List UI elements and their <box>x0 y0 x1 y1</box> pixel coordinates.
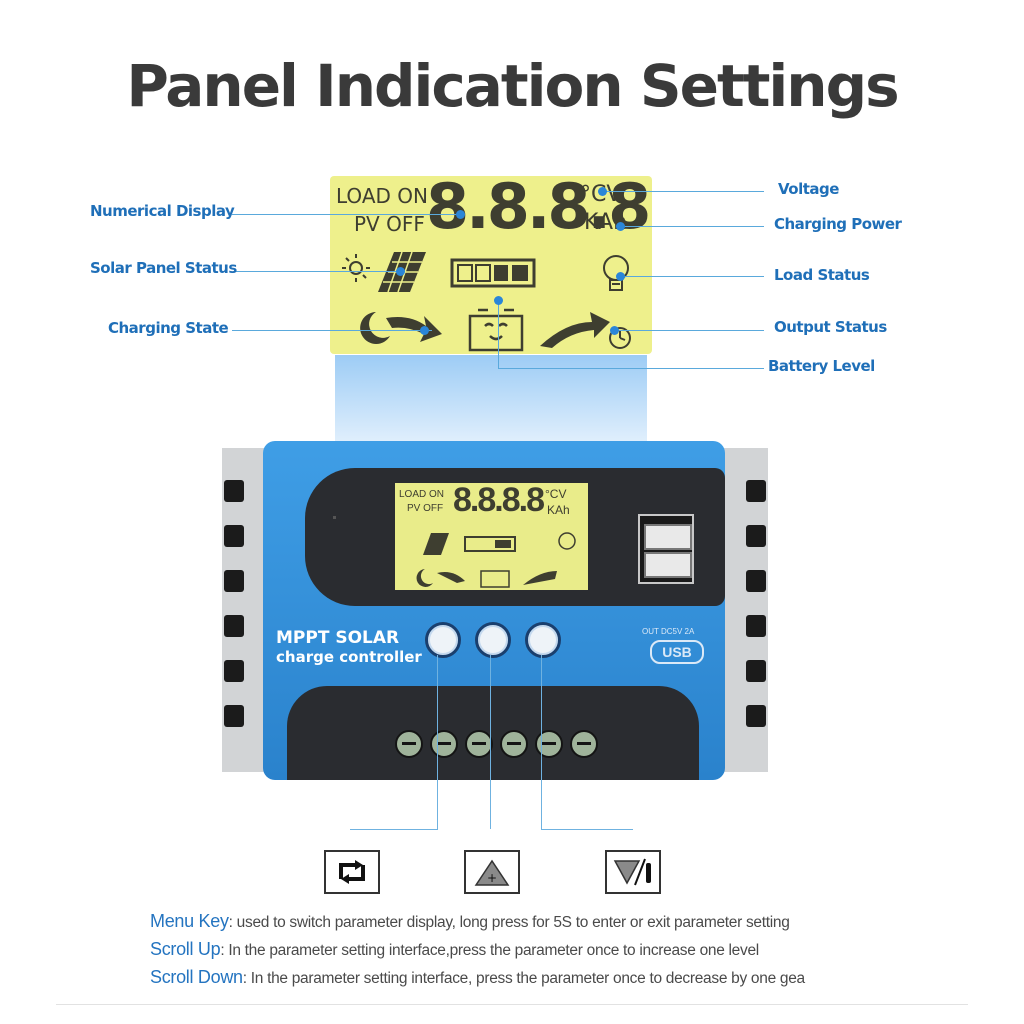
menu-key-icon-box <box>324 850 380 894</box>
brand-line2: charge controller <box>276 648 422 666</box>
usb-spec-text: OUT DC5V 2A <box>642 627 695 636</box>
fin <box>224 660 244 682</box>
dot-output-status <box>610 326 619 335</box>
scroll-down-icon-box <box>605 850 661 894</box>
menu-key-description: Menu Key: used to switch parameter displ… <box>150 911 790 932</box>
battery-face-icon <box>468 308 524 352</box>
fin <box>746 615 766 637</box>
usb-port-2[interactable] <box>644 552 692 578</box>
terminal-screw[interactable] <box>570 730 598 758</box>
usb-port-1[interactable] <box>644 524 692 550</box>
fin <box>746 570 766 592</box>
fin <box>224 525 244 547</box>
leader-menu-key-h <box>350 829 438 830</box>
scroll-up-button[interactable] <box>475 622 511 658</box>
device-lcd-unit-bottom: KAh <box>547 503 570 517</box>
leader-menu-key-v <box>437 655 438 829</box>
leader-numerical-display <box>232 214 462 215</box>
scroll-up-name: Scroll Up <box>150 939 221 959</box>
dot-charging-power <box>616 222 625 231</box>
output-arrow-icon <box>540 312 610 348</box>
leader-scroll-down-h <box>541 829 633 830</box>
menu-key-name: Menu Key <box>150 911 229 931</box>
menu-button[interactable] <box>425 622 461 658</box>
brand-line1: MPPT SOLAR <box>276 628 400 648</box>
dot-load-status <box>616 272 625 281</box>
lcd-pv-off: PV OFF <box>354 212 425 236</box>
lcd-icons <box>342 251 631 352</box>
leader-scroll-down-v <box>541 655 542 829</box>
usb-ports[interactable] <box>638 514 694 584</box>
label-voltage: Voltage <box>778 180 839 198</box>
device-lcd-digits: 8.8.8.8 <box>453 481 545 519</box>
indicator-led <box>333 516 336 519</box>
label-battery-level: Battery Level <box>768 357 875 375</box>
leader-output-status <box>616 330 764 331</box>
device-lcd-unit-top: °CV <box>545 487 567 501</box>
dot-charging-state <box>420 326 429 335</box>
dot-numerical-display <box>456 210 465 219</box>
battery-level-icon <box>450 258 536 288</box>
charge-arrow-icon <box>386 316 442 342</box>
lcd-load-on: LOAD ON <box>336 184 428 208</box>
fin <box>746 525 766 547</box>
scroll-down-text: : In the parameter setting interface, pr… <box>242 970 805 987</box>
clock-icon <box>609 327 631 349</box>
bulb-icon <box>603 255 629 291</box>
terminal-screw[interactable] <box>430 730 458 758</box>
up-triangle-icon: + <box>474 859 510 886</box>
leader-load-status <box>622 276 764 277</box>
fin <box>224 615 244 637</box>
dot-battery-level <box>494 296 503 305</box>
light-glow <box>335 355 647 450</box>
lcd-digits: 8.8.8.8 <box>426 170 651 243</box>
dot-voltage <box>598 187 607 196</box>
footer-divider <box>56 1004 968 1005</box>
terminal-block <box>287 686 699 780</box>
label-charging-power: Charging Power <box>774 215 902 233</box>
scroll-down-name: Scroll Down <box>150 967 243 987</box>
device-lcd-icons <box>416 532 576 588</box>
device-lcd-load-on: LOAD ON <box>399 489 445 500</box>
page-title: Panel Indication Settings <box>126 52 899 120</box>
fin <box>746 660 766 682</box>
label-load-status: Load Status <box>774 266 870 284</box>
svg-text:+: + <box>487 871 497 885</box>
terminal-screw[interactable] <box>465 730 493 758</box>
leader-scroll-up <box>490 655 491 829</box>
scroll-down-button[interactable] <box>525 622 561 658</box>
scroll-up-description: Scroll Up: In the parameter setting inte… <box>150 939 759 960</box>
terminal-screw[interactable] <box>535 730 563 758</box>
leader-charging-state <box>232 330 432 331</box>
scroll-down-description: Scroll Down: In the parameter setting in… <box>150 967 805 988</box>
lcd-panel-enlarged: LOAD ON PV OFF 8.8.8.8 °CV KAh <box>330 170 652 354</box>
leader-solar-panel-status <box>234 271 400 272</box>
terminal-screw[interactable] <box>500 730 528 758</box>
device-lcd: LOAD ON PV OFF 8.8.8.8 °CV KAh <box>395 481 588 590</box>
leader-battery-level-h <box>498 368 764 369</box>
label-charging-state: Charging State <box>108 319 229 337</box>
terminal-screw[interactable] <box>395 730 423 758</box>
down-triangle-icon <box>613 858 651 886</box>
fin <box>746 705 766 727</box>
fin <box>224 705 244 727</box>
dot-solar-panel-status <box>396 267 405 276</box>
leader-voltage <box>604 191 764 192</box>
scroll-up-text: : In the parameter setting interface,pre… <box>220 942 759 959</box>
leader-charging-power <box>622 226 764 227</box>
leader-battery-level-v <box>498 300 499 368</box>
label-numerical-display: Numerical Display <box>90 202 235 220</box>
device-lcd-pv-off: PV OFF <box>407 503 444 514</box>
usb-logo: USB <box>650 640 704 664</box>
label-solar-panel-status: Solar Panel Status <box>90 259 237 277</box>
fin <box>746 480 766 502</box>
label-output-status: Output Status <box>774 318 887 336</box>
fin <box>224 480 244 502</box>
moon-icon <box>360 312 390 344</box>
cycle-arrows-icon <box>339 860 365 884</box>
fin <box>224 570 244 592</box>
sun-icon <box>342 254 370 282</box>
menu-key-text: : used to switch parameter display, long… <box>228 914 790 931</box>
scroll-up-icon-box: + <box>464 850 520 894</box>
